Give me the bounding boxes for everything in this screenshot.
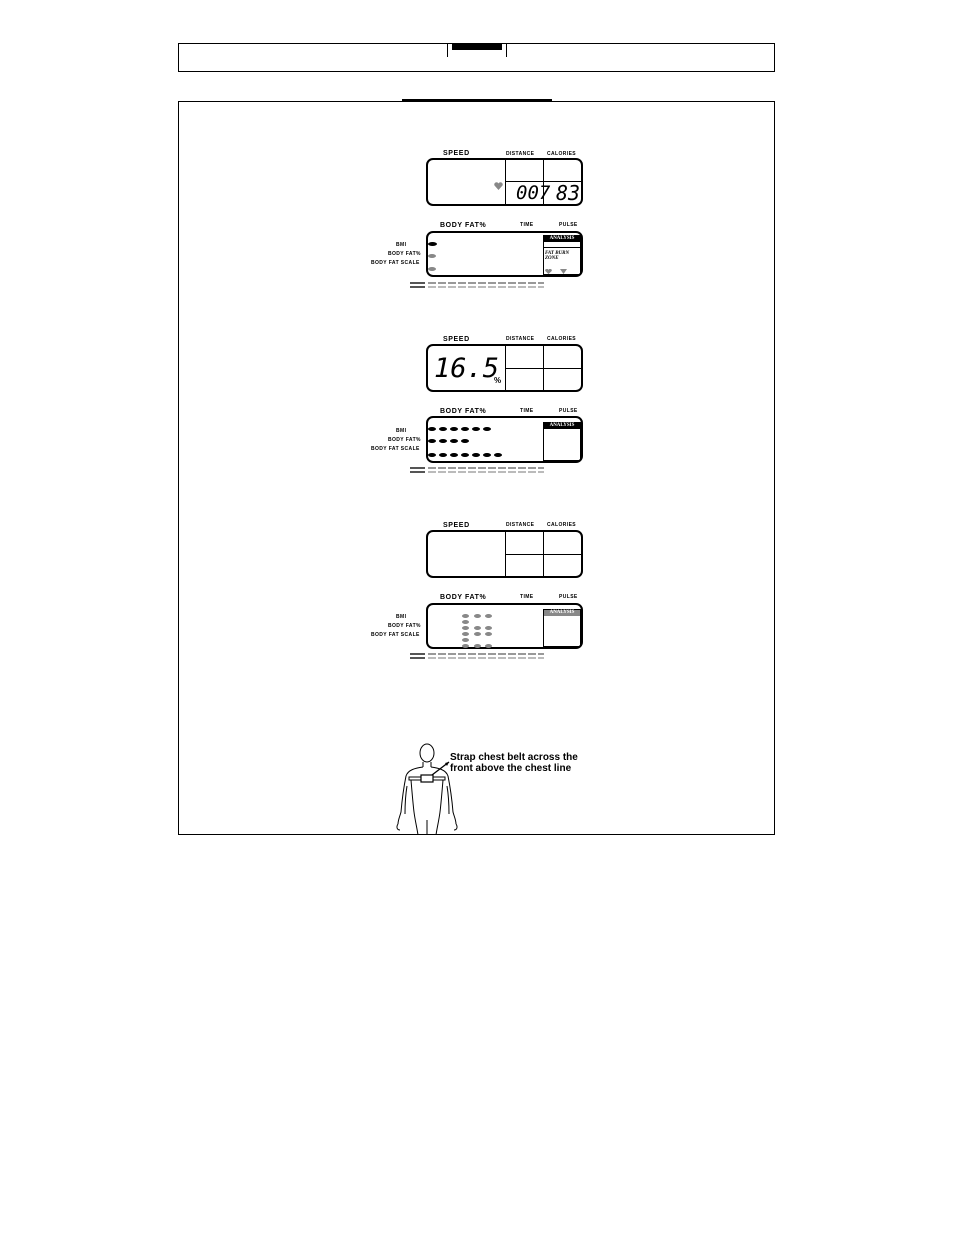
body-fat-scale-label: BODY FAT SCALE xyxy=(371,632,420,638)
analysis-tag: ANALYSIS xyxy=(544,236,580,242)
heart-icon xyxy=(545,269,552,274)
speed-label: SPEED xyxy=(443,150,470,157)
speed-value: 16.5 xyxy=(434,353,500,384)
bmi-label: BMI xyxy=(396,614,407,620)
body-fat-label: BODY FAT% xyxy=(440,408,487,415)
speed-label: SPEED xyxy=(443,522,470,529)
upper-lcd-screen: 007 83 xyxy=(426,158,583,206)
analysis-box: ANALYSIS xyxy=(543,609,581,647)
body-fat-scale-label: BODY FAT SCALE xyxy=(371,446,420,452)
heart-icon xyxy=(494,182,503,190)
header-tab-marker xyxy=(452,43,502,50)
body-fat-percent-label: BODY FAT% xyxy=(388,251,421,257)
bmi-label: BMI xyxy=(396,242,407,248)
chest-belt-caption-line-1: Strap chest belt across the xyxy=(450,752,578,763)
analysis-box: ANALYSIS xyxy=(543,422,581,461)
analysis-box: ANALYSIS FAT BURN ZONE xyxy=(543,235,581,275)
body-fat-percent-label: BODY FAT% xyxy=(388,623,421,629)
speed-unit: % xyxy=(494,376,502,385)
zone-label: ZONE xyxy=(545,256,559,261)
header-tab-divider-right xyxy=(506,43,507,57)
human-figure-illustration xyxy=(396,743,458,835)
calories-label: CALORIES xyxy=(547,522,577,528)
body-fat-label: BODY FAT% xyxy=(440,594,487,601)
time-label: TIME xyxy=(520,408,534,414)
pulse-label: PULSE xyxy=(559,408,578,414)
body-fat-scale-indicator xyxy=(428,267,436,271)
time-label: TIME xyxy=(520,594,534,600)
distance-label: DISTANCE xyxy=(506,151,535,157)
lcd-divider xyxy=(505,181,581,182)
lcd-divider xyxy=(505,158,506,206)
body-fat-percent-label: BODY FAT% xyxy=(388,437,421,443)
content-frame xyxy=(178,101,775,835)
lower-lcd-screen: ANALYSIS xyxy=(426,416,583,463)
lower-lcd-screen: ANALYSIS FAT BURN ZONE xyxy=(426,231,583,277)
distance-label: DISTANCE xyxy=(506,336,535,342)
fat-burn-label: FAT BURN xyxy=(545,251,570,256)
pulse-label: PULSE xyxy=(559,222,578,228)
calories-value: 83 xyxy=(556,181,581,205)
calories-label: CALORIES xyxy=(547,336,577,342)
lcd-divider xyxy=(543,158,544,206)
body-fat-scale-label: BODY FAT SCALE xyxy=(371,260,420,266)
down-triangle-icon xyxy=(560,269,567,274)
upper-lcd-screen xyxy=(426,530,583,578)
header-tab-divider-left xyxy=(447,43,448,57)
body-fat-label: BODY FAT% xyxy=(440,222,487,229)
calories-label: CALORIES xyxy=(547,151,577,157)
pulse-label: PULSE xyxy=(559,594,578,600)
speed-label: SPEED xyxy=(443,336,470,343)
section-title-rule xyxy=(402,99,552,101)
distance-value: 007 xyxy=(516,182,551,204)
time-label: TIME xyxy=(520,222,534,228)
chest-belt-caption: Strap chest belt across the front above … xyxy=(450,752,578,774)
distance-label: DISTANCE xyxy=(506,522,535,528)
body-fat-indicator xyxy=(428,254,436,258)
lower-lcd-screen: ANALYSIS xyxy=(426,603,583,649)
analysis-tag: ANALYSIS xyxy=(544,610,580,616)
chest-belt-caption-line-2: front above the chest line xyxy=(450,763,572,774)
bmi-label: BMI xyxy=(396,428,407,434)
upper-lcd-screen: 16.5 % xyxy=(426,344,583,392)
bmi-indicator xyxy=(428,242,437,246)
analysis-tag: ANALYSIS xyxy=(544,423,580,429)
